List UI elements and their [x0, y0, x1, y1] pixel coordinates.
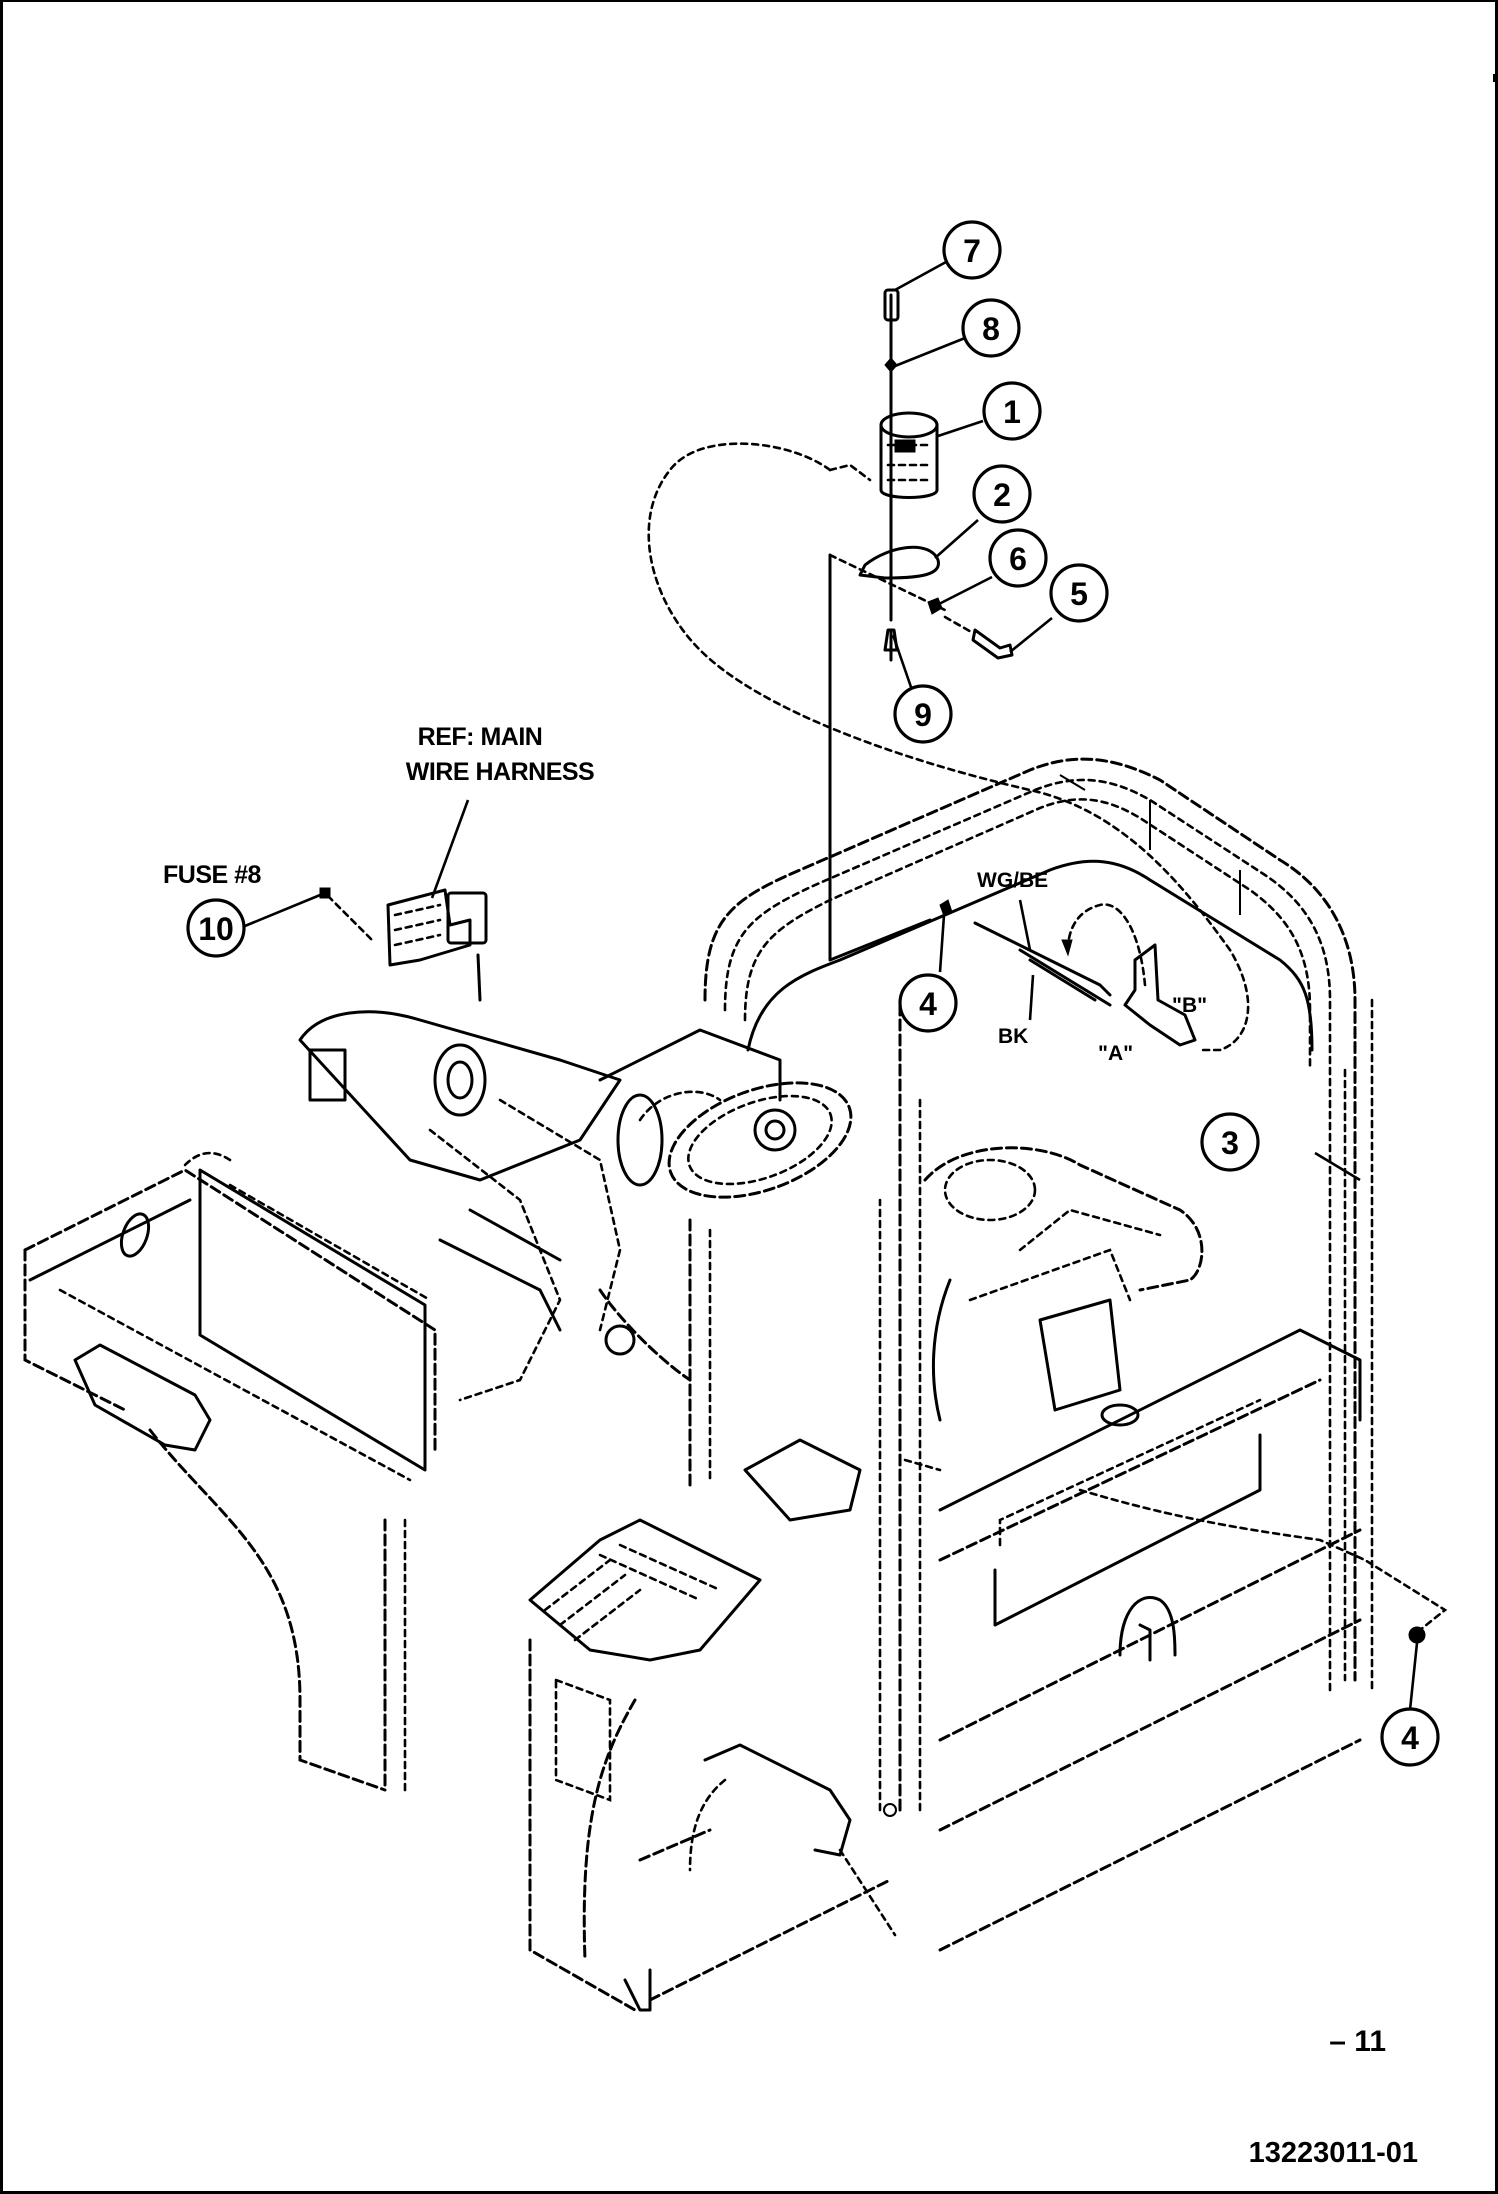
screw-part [883, 288, 900, 322]
callout-1: 1 [982, 381, 1042, 441]
svg-text:7: 7 [963, 233, 981, 269]
leader-lines [239, 260, 1419, 1711]
svg-text:3: 3 [1221, 1125, 1239, 1161]
callout-8: 8 [961, 298, 1021, 358]
operator-seat [923, 1146, 1204, 1427]
svg-text:8: 8 [982, 311, 1000, 347]
connector-b-label: "B" [1172, 994, 1207, 1017]
ref-note-line2: WIRE HARNESS [406, 758, 594, 786]
switch-body-part [879, 411, 939, 499]
callout-7: 7 [942, 220, 1002, 280]
ref-note-line1: REF: MAIN [418, 723, 543, 751]
bolt-part [971, 628, 1014, 660]
roll-bar-frame [703, 757, 1374, 1817]
connector-assembly [939, 899, 1197, 1047]
callout-2: 2 [972, 464, 1032, 524]
access-steps [528, 1438, 862, 1662]
svg-text:4: 4 [1401, 1720, 1419, 1756]
svg-text:1: 1 [1003, 394, 1021, 430]
wire-color-wg-be: WG/BE [977, 869, 1048, 892]
svg-text:6: 6 [1009, 541, 1027, 577]
svg-text:5: 5 [1070, 576, 1088, 612]
callout-5: 5 [1049, 563, 1109, 623]
switch-assembly [828, 288, 1014, 962]
bracket-part [858, 545, 940, 580]
drawing-id: 13223011-01 [1248, 2137, 1418, 2169]
callout-9: 9 [893, 684, 953, 744]
sheet-number: – 11 [1329, 2025, 1386, 2058]
svg-text:2: 2 [993, 477, 1011, 513]
clip-upper-part [939, 899, 953, 917]
connector-a-label: "A" [1098, 1042, 1133, 1065]
svg-text:10: 10 [198, 911, 234, 947]
svg-text:9: 9 [914, 697, 932, 733]
callout-4-upper: 4 [898, 973, 958, 1033]
seat-switch-wire [647, 442, 1250, 1052]
clip-lower-part [1408, 1626, 1426, 1644]
callout-10: 10 [186, 898, 246, 958]
wire-color-bk: BK [998, 1025, 1028, 1048]
steering-wheel [667, 1081, 853, 1199]
callout-4-lower: 4 [1380, 1707, 1440, 1767]
callout-3: 3 [1200, 1112, 1260, 1172]
machine-body [23, 1010, 1448, 2012]
sheet-edge-mark [1493, 74, 1498, 82]
svg-text:4: 4 [919, 986, 937, 1022]
fuse-note: FUSE #8 [163, 861, 262, 889]
callout-6: 6 [988, 528, 1048, 588]
fuse-block [319, 887, 488, 1002]
seat-platform [938, 1328, 1362, 1952]
